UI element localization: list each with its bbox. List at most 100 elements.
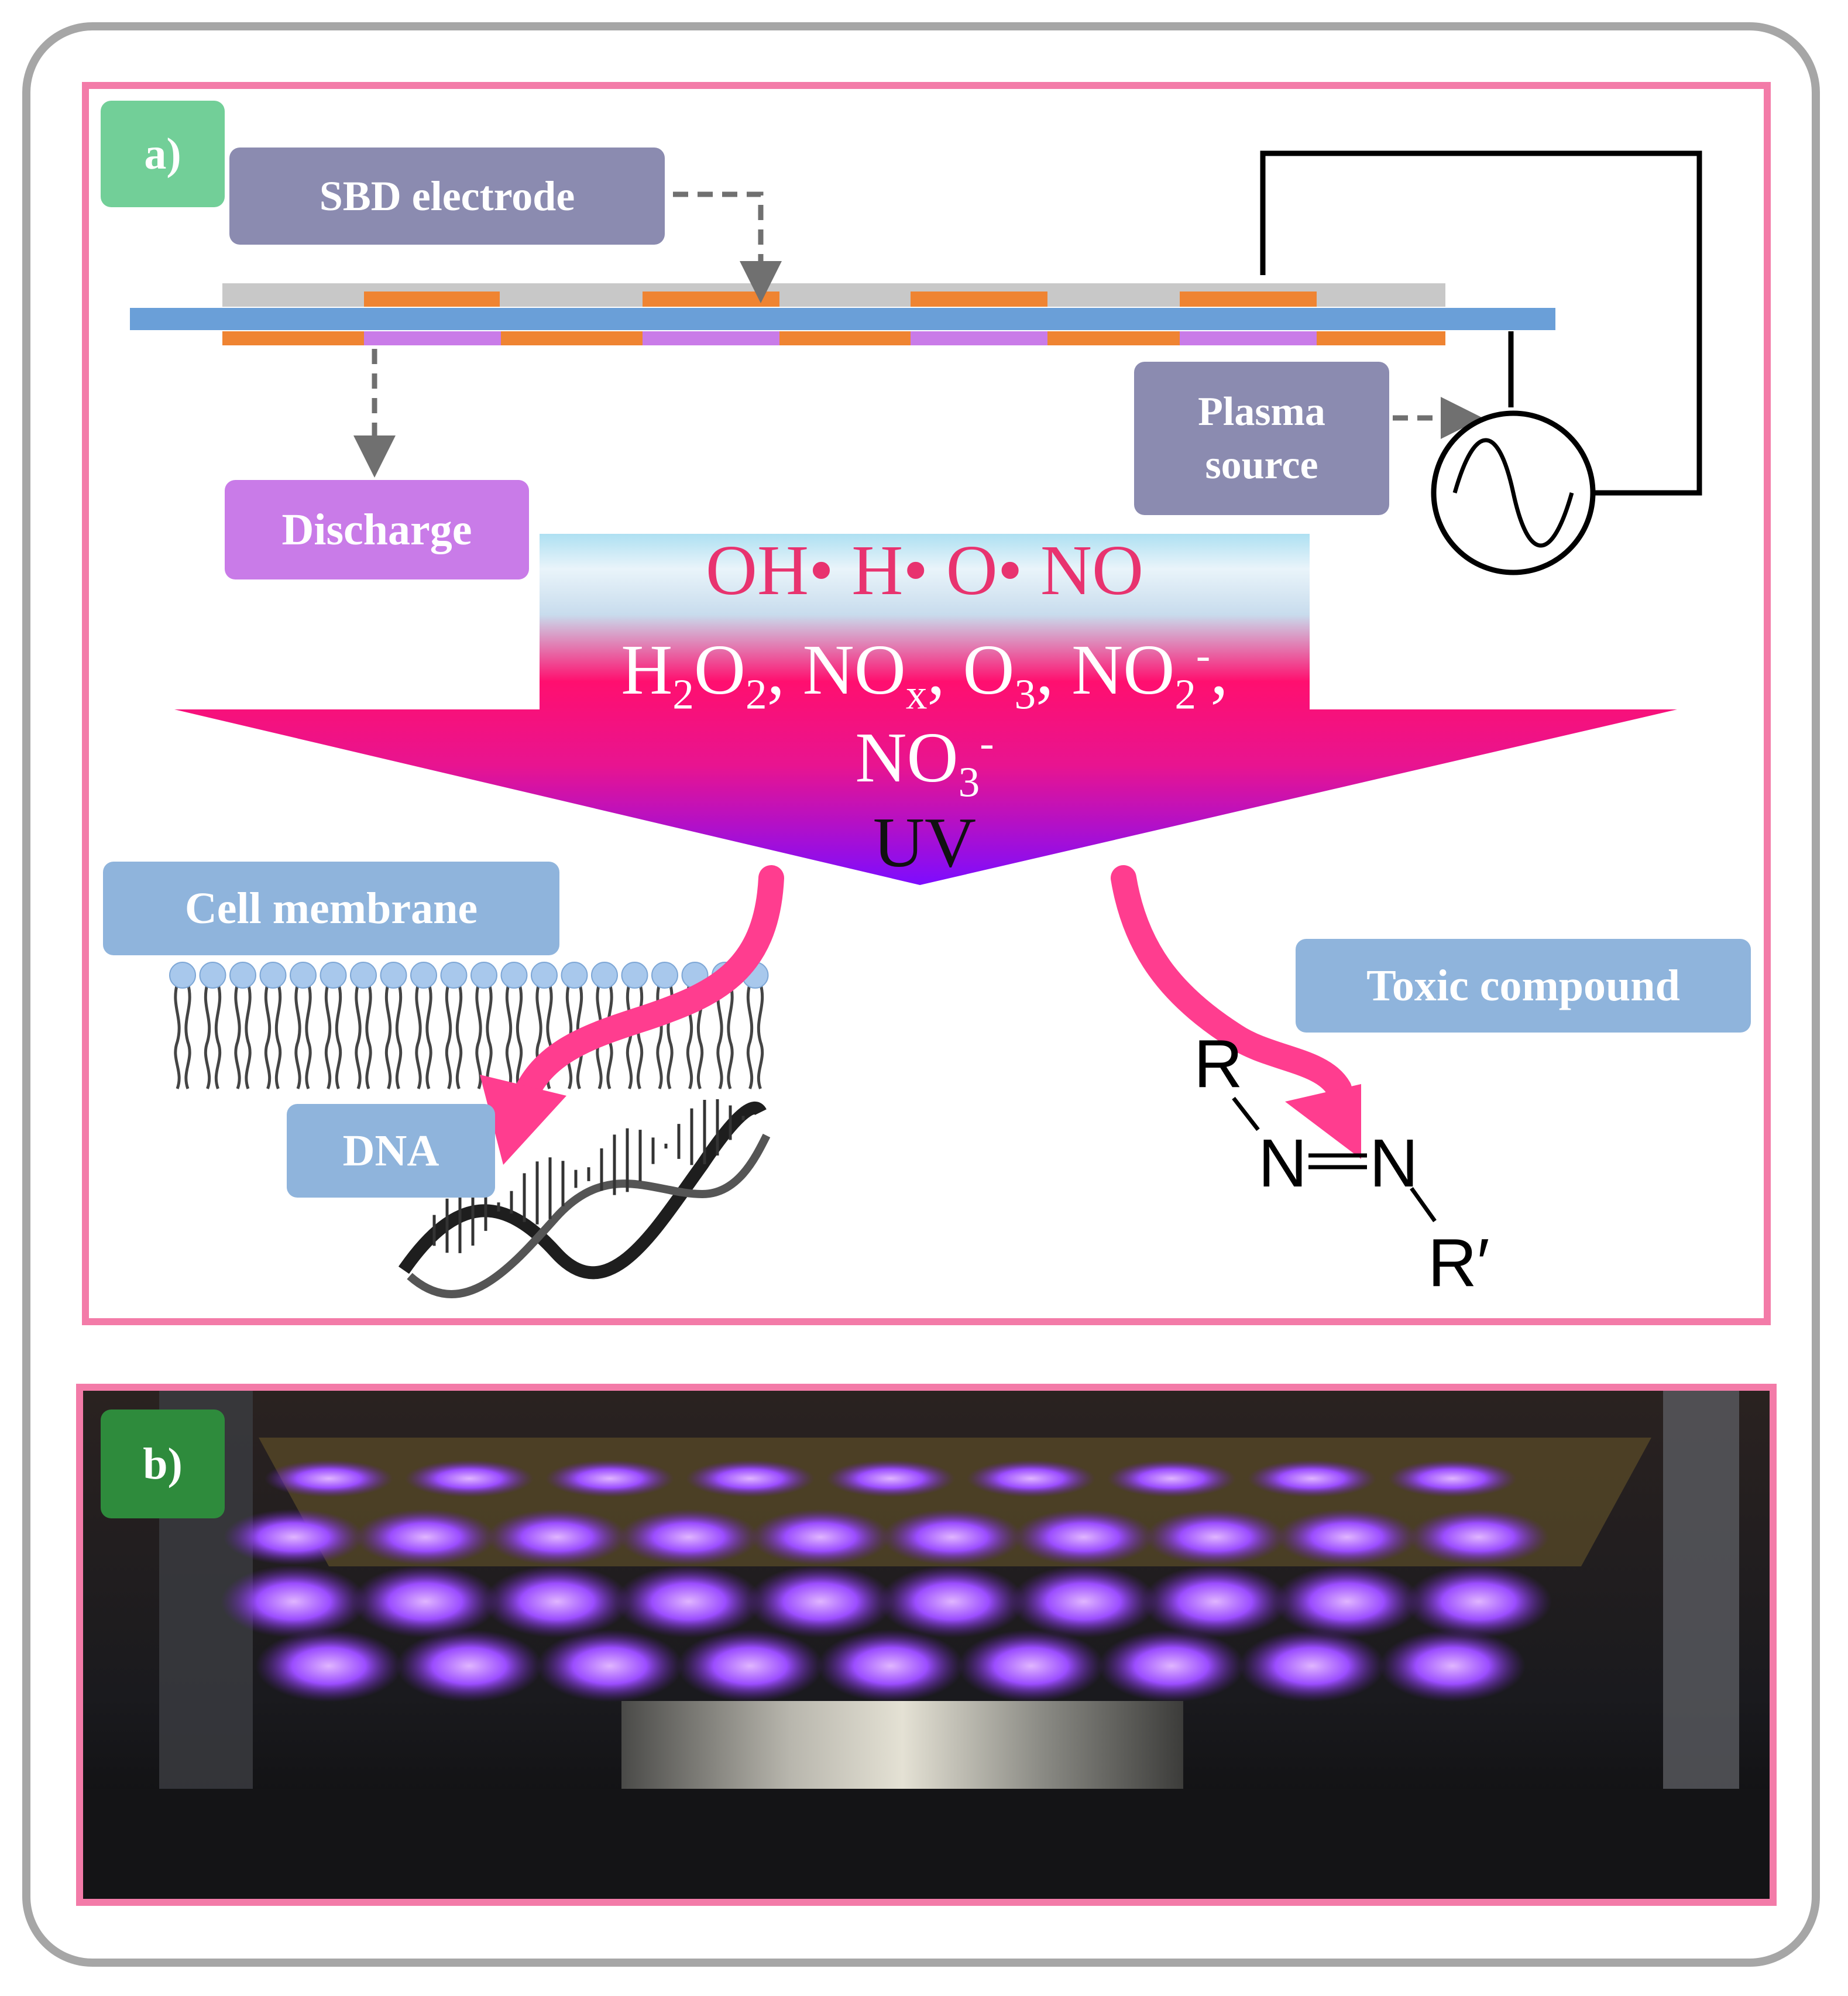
- plasma-glow-cell: [750, 1509, 891, 1565]
- lipid-head: [350, 962, 377, 989]
- dielectric-substrate: [130, 308, 1555, 330]
- panel-b-letter: b): [101, 1409, 225, 1518]
- azo-r-prime-group: R′: [1428, 1225, 1490, 1301]
- plasma-discharge-cells: [221, 1460, 1552, 1702]
- azo-r-group: R: [1194, 1026, 1243, 1102]
- plasma-glow-cell: [1277, 1509, 1417, 1565]
- plasma-glow-cell: [396, 1630, 542, 1702]
- plasma-glow-cell: [967, 1460, 1095, 1497]
- plasma-glow-cell: [484, 1565, 630, 1638]
- lipid-head: [621, 962, 648, 989]
- discharge-zone-3: [911, 331, 1047, 345]
- azo-n-right: N: [1369, 1125, 1418, 1201]
- plasma-glow-cell: [1011, 1565, 1157, 1638]
- lipid-head: [440, 962, 468, 989]
- plasma-glow-cell: [879, 1565, 1025, 1638]
- compound-degradation-arrow: [1111, 865, 1352, 1102]
- lipid-head: [380, 962, 407, 989]
- plasma-glow-cell: [545, 1460, 674, 1497]
- plasma-glow-cell: [355, 1509, 496, 1565]
- plasma-photo: [83, 1391, 1770, 1899]
- discharge-zone-4: [1180, 331, 1317, 345]
- plasma-glow-cell: [224, 1509, 364, 1565]
- long-lived-species-text: H2O2, NOx, O3, NO2-,: [621, 630, 1228, 718]
- panel-b-photo: [76, 1384, 1777, 1906]
- plasma-glow-cell: [1107, 1460, 1236, 1497]
- black-base-plate: [83, 1789, 1770, 1899]
- plasma-source-label: Plasma source: [1134, 362, 1389, 515]
- membrane-damage-arrowhead: [480, 1075, 566, 1165]
- plasma-glow-cell: [958, 1630, 1104, 1702]
- metal-cylinder: [621, 1701, 1183, 1800]
- nitrate-species-text: NO3-: [855, 718, 994, 806]
- lipid-head: [500, 962, 528, 989]
- plasma-glow-cell: [619, 1509, 759, 1565]
- lipid-head: [531, 962, 558, 989]
- bond-n-rprime: [1410, 1186, 1437, 1223]
- cell-membrane-label: Cell membrane: [103, 862, 559, 955]
- plasma-glow-cell: [1145, 1509, 1286, 1565]
- lipid-head: [229, 962, 256, 989]
- lipid-head: [591, 962, 618, 989]
- plasma-glow-cell: [1274, 1565, 1420, 1638]
- lipid-head: [290, 962, 317, 989]
- discharge-label: Discharge: [225, 480, 529, 579]
- azo-n-left: N: [1258, 1125, 1307, 1201]
- plasma-glow-cell: [686, 1460, 815, 1497]
- plasma-glow-cell: [1379, 1630, 1526, 1702]
- lipid-head: [320, 962, 347, 989]
- plasma-source-line-1: Plasma: [1198, 389, 1325, 434]
- top-electrode-2: [643, 291, 779, 307]
- plasma-source-line-2: source: [1205, 443, 1318, 488]
- top-electrode-1: [364, 291, 500, 307]
- plasma-glow-cell: [221, 1565, 367, 1638]
- dna-helix-icon: [398, 1099, 771, 1298]
- lipid-head: [561, 962, 588, 989]
- lipid-head: [259, 962, 287, 989]
- sine-wave-icon: [1452, 438, 1574, 548]
- toxic-compound-label: Toxic compound: [1296, 939, 1751, 1033]
- dna-label: DNA: [287, 1104, 495, 1198]
- reactive-species-arrow: [174, 534, 1677, 885]
- lipid-head: [470, 962, 497, 989]
- lipid-head: [410, 962, 437, 989]
- lipid-head: [199, 962, 226, 989]
- circuit-wire: [1260, 150, 1702, 496]
- plasma-glow-cell: [256, 1630, 402, 1702]
- plasma-glow-cell: [826, 1460, 955, 1497]
- plasma-glow-cell: [616, 1565, 762, 1638]
- compound-degradation-arrowhead: [1285, 1084, 1361, 1159]
- plasma-glow-cell: [265, 1460, 393, 1497]
- sbd-electrode-label: SBD electrode: [229, 148, 665, 245]
- top-electrode-3: [911, 291, 1047, 307]
- discharge-zone-2: [643, 331, 779, 345]
- uv-text: UV: [873, 803, 977, 882]
- plasma-glow-cell: [1409, 1509, 1549, 1565]
- membrane-damage-arrow: [508, 865, 784, 1119]
- plasma-glow-cell: [487, 1509, 627, 1565]
- top-electrode-4: [1180, 291, 1317, 307]
- bond-r-n: [1232, 1096, 1260, 1131]
- plasma-glow-cell: [1406, 1565, 1552, 1638]
- radical-species-text: OH• H• O• NO: [705, 531, 1144, 610]
- plasma-glow-cell: [1248, 1460, 1376, 1497]
- discharge-zone-1: [364, 331, 501, 345]
- plasma-glow-cell: [405, 1460, 534, 1497]
- plasma-glow-cell: [537, 1630, 683, 1702]
- plasma-glow-cell: [677, 1630, 823, 1702]
- plasma-glow-cell: [882, 1509, 1022, 1565]
- plasma-glow-cell: [1014, 1509, 1154, 1565]
- plasma-glow-cell: [747, 1565, 894, 1638]
- lipid-bilayer-icon: [169, 962, 769, 1089]
- plasma-glow-cell: [1388, 1460, 1517, 1497]
- lipid-head: [169, 962, 196, 989]
- lipid-head: [651, 962, 678, 989]
- plasma-glow-cell: [1239, 1630, 1385, 1702]
- plasma-glow-cell: [352, 1565, 499, 1638]
- outer-frame: [22, 22, 1820, 1967]
- plasma-glow-cell: [817, 1630, 964, 1702]
- plasma-glow-cell: [1098, 1630, 1245, 1702]
- plasma-glow-cell: [1142, 1565, 1289, 1638]
- sbd-pointer-arrow: [673, 191, 782, 303]
